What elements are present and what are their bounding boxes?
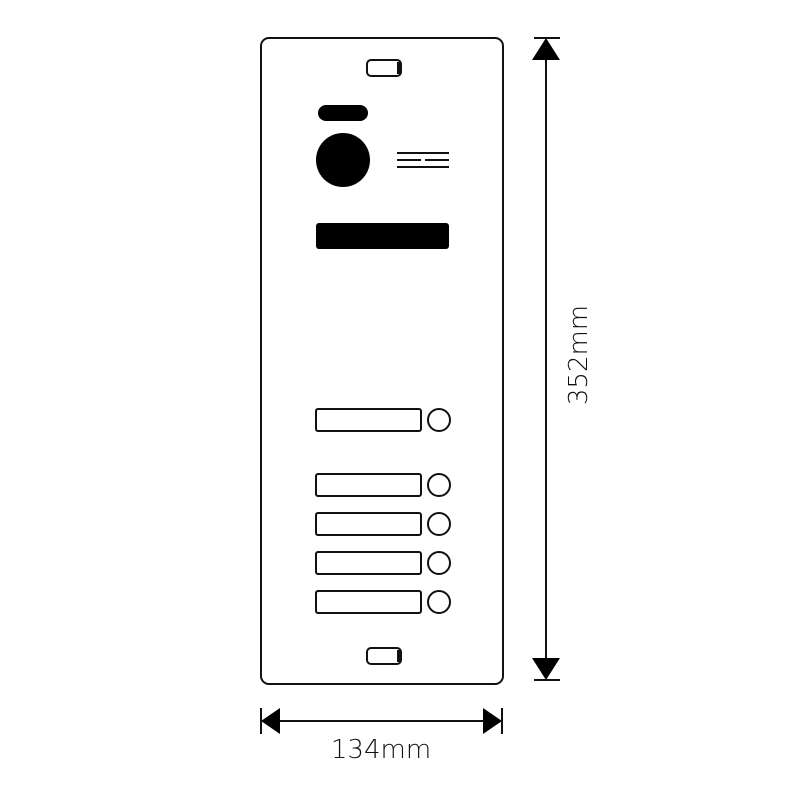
name-label-slot: [315, 590, 422, 614]
push-button: [427, 551, 451, 575]
arrow-up-icon: [532, 38, 560, 60]
bottom-screw-slot: [366, 647, 402, 665]
camera-lens: [316, 133, 370, 187]
push-button: [427, 590, 451, 614]
push-button: [427, 408, 451, 432]
call-button: [315, 590, 451, 614]
indicator-led-bar: [318, 105, 368, 121]
height-dimension: [534, 37, 560, 681]
call-buttons: [315, 408, 451, 614]
panel-outline: [260, 37, 504, 685]
width-label: 134mm: [331, 735, 431, 765]
arrow-right-icon: [483, 708, 502, 734]
arrow-left-icon: [261, 708, 280, 734]
name-label-slot: [315, 512, 422, 536]
display-window: [316, 223, 449, 249]
push-button: [427, 512, 451, 536]
name-label-slot: [315, 551, 422, 575]
speaker-grille: [397, 152, 449, 168]
call-button: [315, 512, 451, 536]
height-label: 352mm: [564, 305, 594, 405]
arrow-down-icon: [532, 658, 560, 680]
call-button: [315, 408, 451, 432]
call-button: [315, 551, 451, 575]
name-label-slot: [315, 473, 422, 497]
call-button: [315, 473, 451, 497]
width-dimension: [260, 708, 503, 734]
push-button: [427, 473, 451, 497]
name-label-slot: [315, 408, 422, 432]
top-screw-slot: [366, 59, 402, 77]
